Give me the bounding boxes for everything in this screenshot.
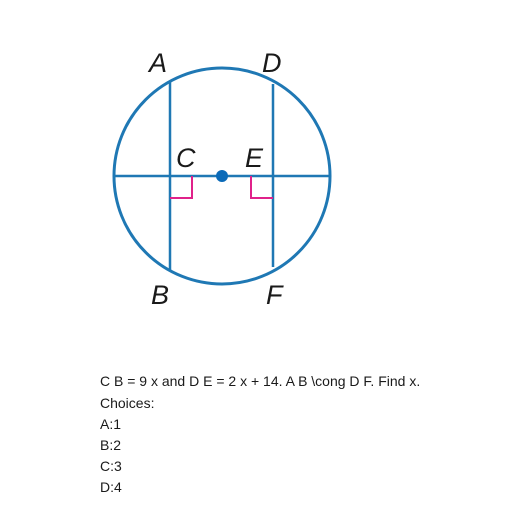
circle-chord-diagram: A D C E B F	[112, 48, 332, 310]
choice-c: C:3	[100, 458, 122, 474]
right-angle-mark-e	[250, 176, 273, 199]
label-b: B	[151, 280, 169, 310]
right-angle-mark-c	[170, 176, 193, 199]
label-d: D	[262, 48, 282, 78]
center-point	[216, 170, 228, 182]
label-e: E	[245, 143, 264, 173]
choices-list: A:1 B:2 C:3 D:4	[100, 415, 500, 496]
choice-a: A:1	[100, 416, 122, 432]
question: C B = 9 x and D E = 2 x + 14. A B \cong …	[100, 373, 421, 389]
label-c: C	[176, 143, 196, 173]
problem-text: C B = 9 x and D E = 2 x + 14. A B \cong …	[100, 372, 500, 499]
choices-heading: Choices:	[100, 395, 155, 411]
label-f: F	[266, 280, 284, 310]
choice-b: B:2	[100, 437, 122, 453]
label-a: A	[147, 48, 167, 78]
choice-d: D:4	[100, 479, 122, 495]
